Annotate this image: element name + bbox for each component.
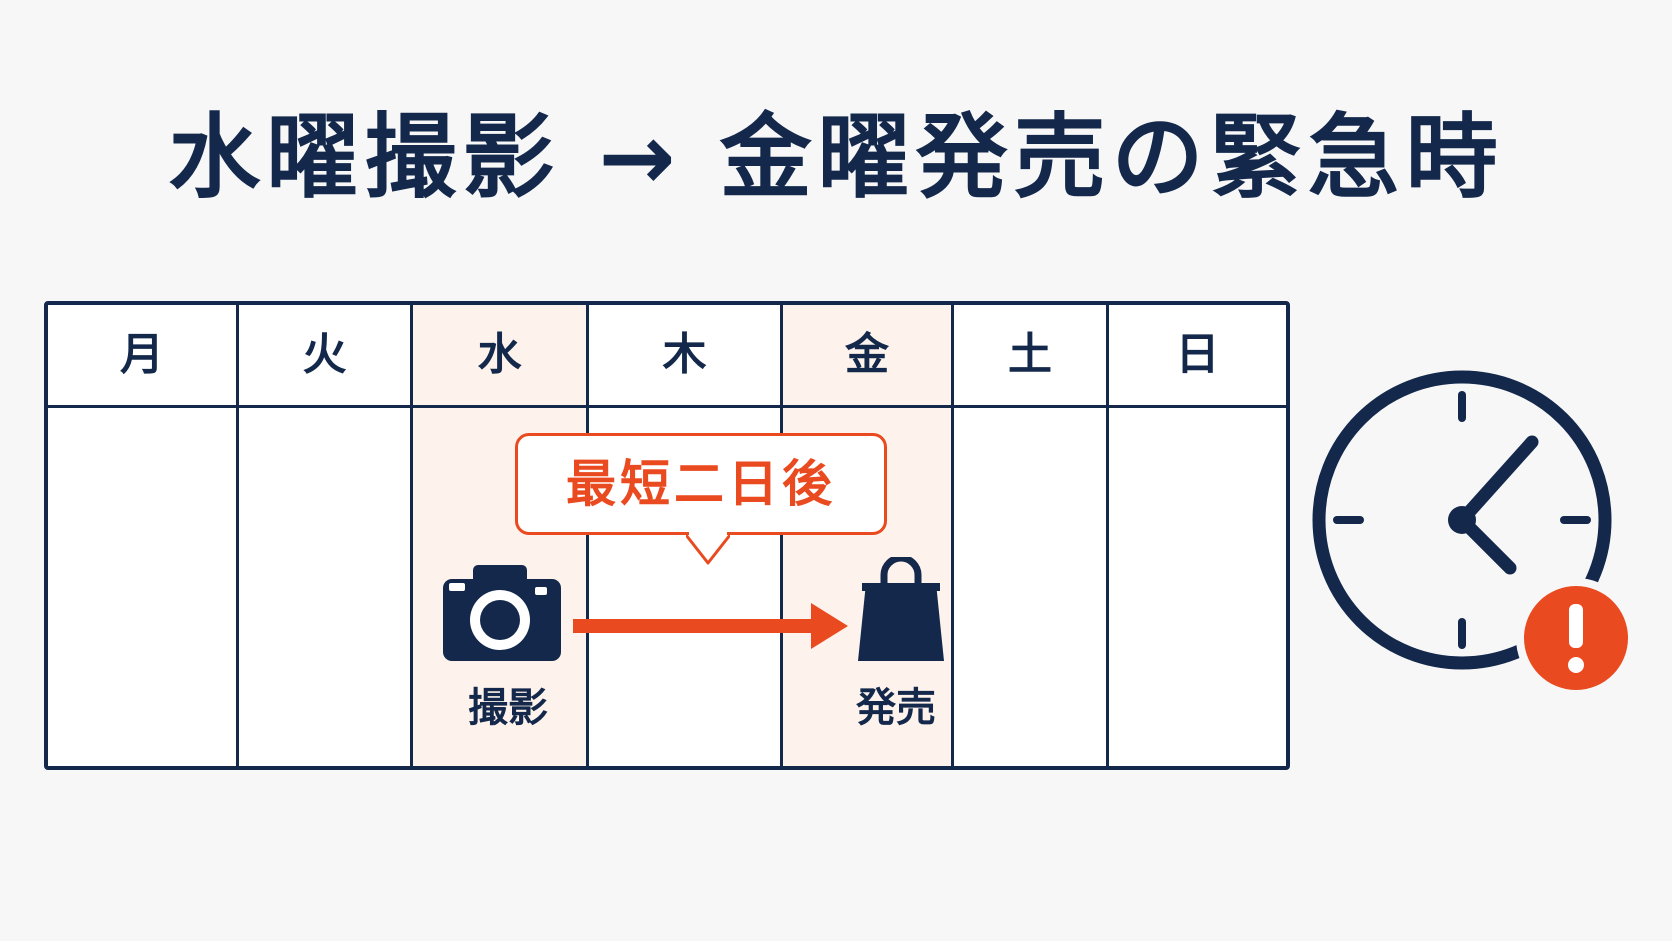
header-divider (48, 405, 1286, 408)
day-header-sun: 日 (1175, 329, 1220, 380)
day-header-wed: 水 (477, 329, 522, 380)
wednesday-highlight (413, 305, 588, 766)
column-divider (236, 305, 239, 766)
day-header-mon: 月 (120, 329, 164, 380)
callout-pointer (686, 532, 730, 565)
column-divider (410, 305, 413, 766)
weekly-calendar: 月 火 水 木 金 土 日 最短二日後 撮影 発売 (44, 301, 1290, 770)
duration-callout: 最短二日後 (515, 433, 887, 535)
column-divider (586, 305, 589, 766)
day-header-thu: 木 (662, 329, 707, 380)
release-label: 発売 (856, 685, 936, 731)
timeline-arrow (573, 603, 848, 649)
page-title: 水曜撮影 → 金曜発売の緊急時 (168, 104, 1504, 211)
shopping-bag-icon (858, 557, 944, 661)
friday-highlight (783, 305, 953, 766)
day-header-sat: 土 (1008, 329, 1052, 380)
clock-with-alert-icon (1312, 370, 1636, 698)
shoot-label: 撮影 (468, 685, 548, 731)
column-divider (780, 305, 783, 766)
day-header-fri: 金 (845, 329, 889, 380)
column-divider (1106, 305, 1109, 766)
camera-icon (443, 565, 561, 661)
column-divider (951, 305, 954, 766)
day-header-tue: 火 (302, 329, 347, 380)
